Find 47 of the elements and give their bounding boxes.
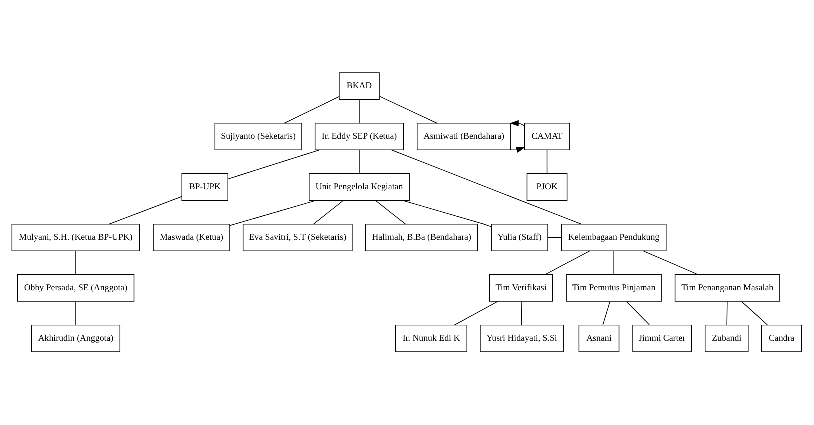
node-box: Mulyani, S.H. (Ketua BP-UPK) bbox=[12, 224, 140, 252]
node-box: Asmiwati (Bendahara) bbox=[417, 123, 512, 151]
node-box: Sujiyanto (Seketaris) bbox=[214, 123, 302, 151]
node-box: Jimmi Carter bbox=[632, 324, 692, 352]
node-box: Unit Pengelola Kegiatan bbox=[309, 174, 410, 201]
node-box: Halimah, B.Ba (Bendahara) bbox=[365, 224, 478, 252]
connector bbox=[602, 301, 611, 326]
node-box: PJOK bbox=[526, 174, 568, 201]
node-box: Tim Verifikasi bbox=[489, 274, 554, 302]
connector bbox=[454, 301, 498, 326]
connector bbox=[379, 96, 438, 124]
node-box: CAMAT bbox=[524, 123, 570, 151]
connector bbox=[359, 100, 360, 124]
connector bbox=[626, 301, 650, 326]
connector bbox=[726, 301, 728, 326]
connector bbox=[544, 250, 590, 276]
connector bbox=[402, 200, 492, 228]
node-box: Yulia (Staff) bbox=[491, 224, 548, 252]
node-box: Ir. Eddy SEP (Ketua) bbox=[314, 123, 404, 151]
node-box: Tim Pemutus Pinjaman bbox=[566, 274, 662, 302]
connector bbox=[359, 150, 360, 174]
node-box: Yusri Hidayati, S.Si bbox=[480, 324, 564, 352]
connector bbox=[548, 237, 562, 238]
connector bbox=[284, 96, 340, 124]
node-box: BP-UPK bbox=[182, 174, 228, 201]
node-box: Obby Persada, SE (Anggota) bbox=[17, 274, 135, 302]
connector bbox=[108, 196, 182, 225]
connector bbox=[230, 200, 316, 226]
connector bbox=[546, 150, 548, 174]
node-box: Candra bbox=[761, 324, 802, 352]
node-box: Tim Penanganan Masalah bbox=[674, 274, 780, 302]
connector bbox=[643, 250, 699, 276]
connector bbox=[742, 301, 768, 326]
node-box: Kelembagaan Pendukung bbox=[561, 224, 667, 252]
connector bbox=[521, 301, 522, 326]
node-box: Maswada (Ketua) bbox=[153, 224, 230, 252]
connector bbox=[228, 150, 320, 180]
connector bbox=[376, 200, 406, 225]
node-box: Zubandi bbox=[705, 324, 749, 352]
node-box: Akhirudin (Anggota) bbox=[31, 324, 121, 352]
node-box: Eva Savitri, S.T (Seketaris) bbox=[242, 224, 353, 252]
node-box: Asnani bbox=[578, 324, 620, 352]
node-box: Ir. Nunuk Edi K bbox=[396, 324, 468, 352]
arrow bbox=[510, 147, 526, 153]
connector bbox=[314, 200, 344, 225]
node-box: BKAD bbox=[339, 72, 380, 100]
connector bbox=[392, 150, 582, 225]
